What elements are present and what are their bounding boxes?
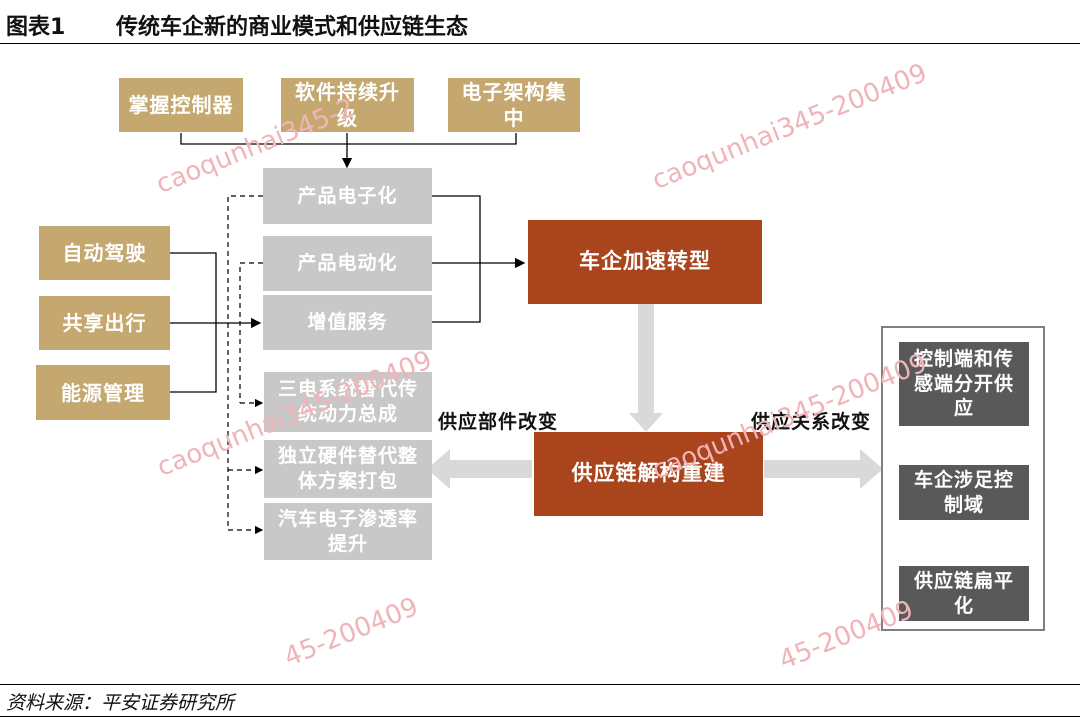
relations-frame xyxy=(881,326,1045,631)
relation-box: 控制端和传感端分开供应 xyxy=(899,342,1029,426)
footer-rule-top xyxy=(0,684,1080,685)
supply-change-box: 独立硬件替代整体方案打包 xyxy=(264,440,432,498)
relation-box: 供应链扁平化 xyxy=(899,566,1029,621)
trend-box: 能源管理 xyxy=(36,365,170,420)
relation-change-label: 供应关系改变 xyxy=(751,411,872,433)
driver-box: 电子架构集中 xyxy=(448,78,580,132)
figure-title: 传统车企新的商业模式和供应链生态 xyxy=(116,15,469,40)
trend-box: 共享出行 xyxy=(39,296,170,350)
product-box: 增值服务 xyxy=(263,295,432,350)
product-box: 产品电动化 xyxy=(263,236,432,291)
figure-header: 图表1 传统车企新的商业模式和供应链生态 xyxy=(0,0,1080,44)
product-box: 产品电子化 xyxy=(263,168,432,224)
source-note: 资料来源：平安证券研究所 xyxy=(6,692,235,714)
figure-number: 图表1 xyxy=(6,15,66,40)
footer-rule-bottom xyxy=(0,716,1080,717)
restructure-box: 供应链解构重建 xyxy=(534,432,763,516)
driver-box: 软件持续升级 xyxy=(281,78,414,132)
driver-box: 掌握控制器 xyxy=(119,78,243,132)
supply-change-box: 三电系统替代传统动力总成 xyxy=(264,372,432,432)
trend-box: 自动驾驶 xyxy=(39,226,170,280)
supply-change-box: 汽车电子渗透率提升 xyxy=(264,503,432,560)
relation-box: 车企涉足控制域 xyxy=(899,465,1029,520)
transform-box: 车企加速转型 xyxy=(528,220,762,304)
header-rule xyxy=(0,43,1080,44)
parts-change-label: 供应部件改变 xyxy=(438,411,559,433)
